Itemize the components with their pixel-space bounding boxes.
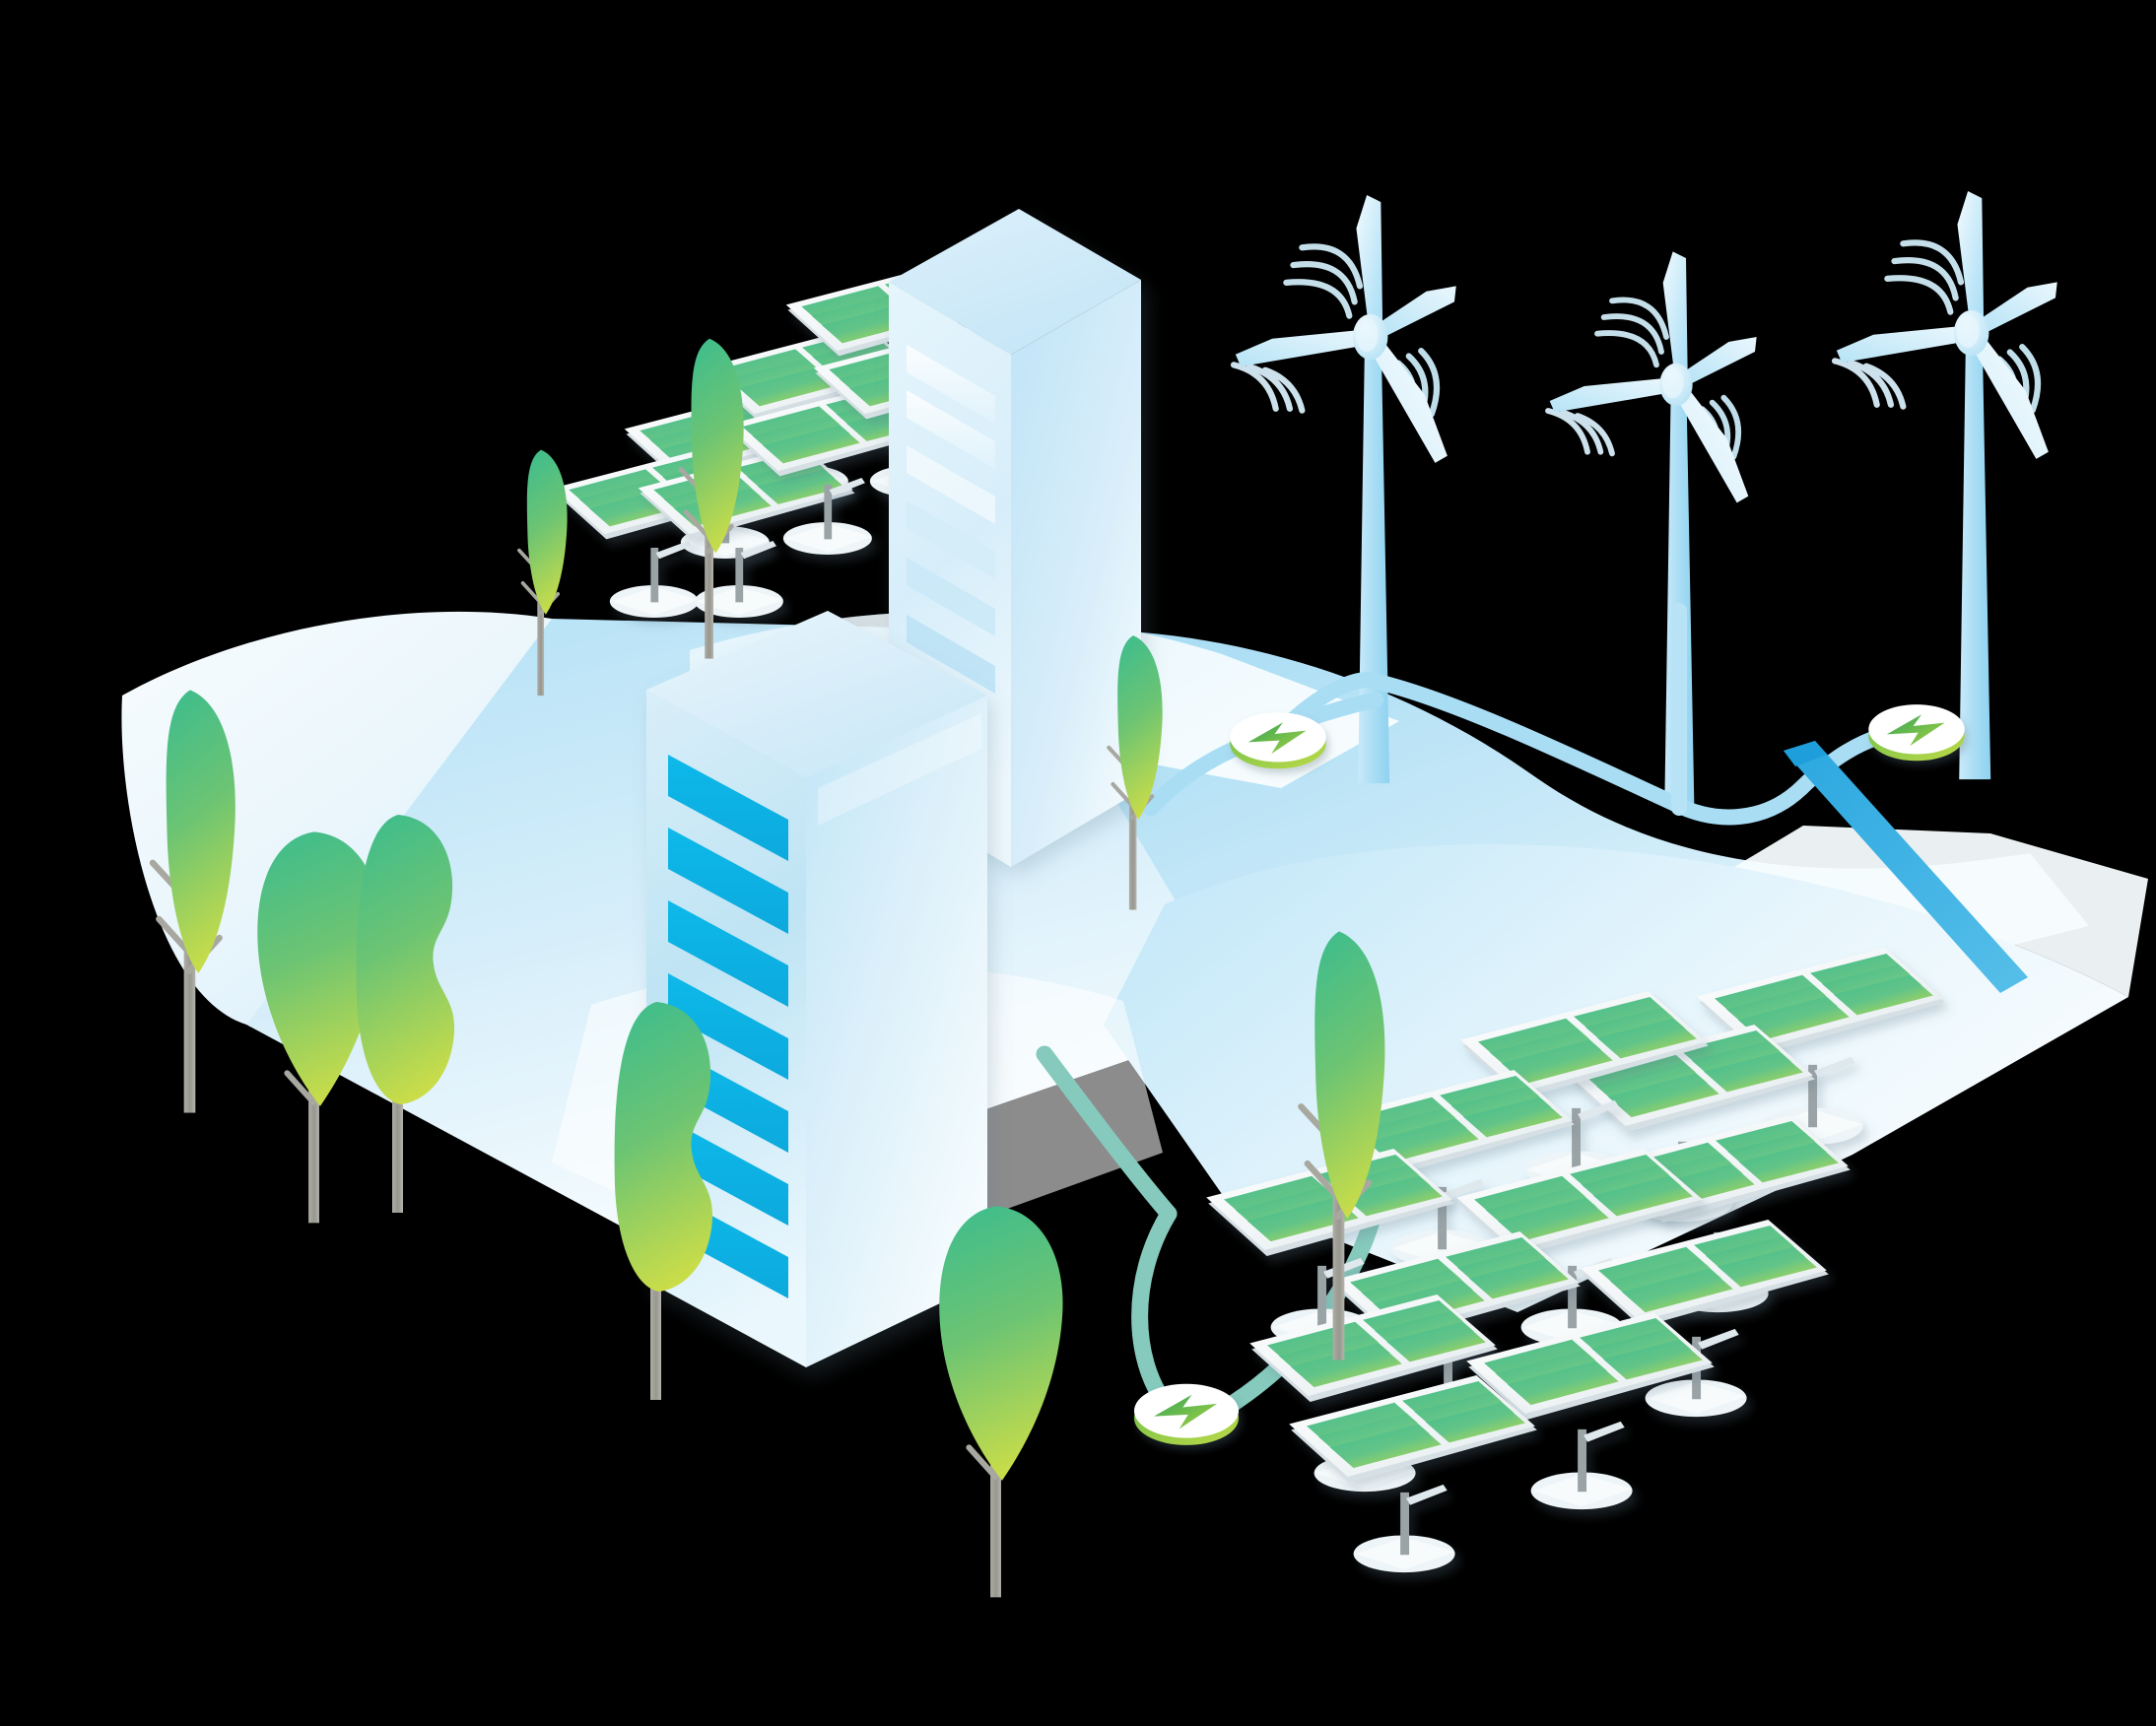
blue-connector-bridge bbox=[1784, 741, 2028, 993]
background-tower-windows bbox=[907, 345, 995, 694]
tree-left-slim bbox=[357, 815, 454, 1213]
power-node-lower[interactable] bbox=[1133, 1383, 1240, 1445]
tree-tower-left bbox=[615, 1002, 712, 1400]
power-node-upper-right[interactable] bbox=[1868, 704, 1965, 762]
wind-turbine-right[interactable] bbox=[1835, 191, 2057, 779]
power-node-upper-left[interactable] bbox=[1230, 712, 1326, 769]
tree-tower-front bbox=[939, 1206, 1062, 1597]
wind-turbine-center[interactable] bbox=[1548, 251, 1757, 803]
